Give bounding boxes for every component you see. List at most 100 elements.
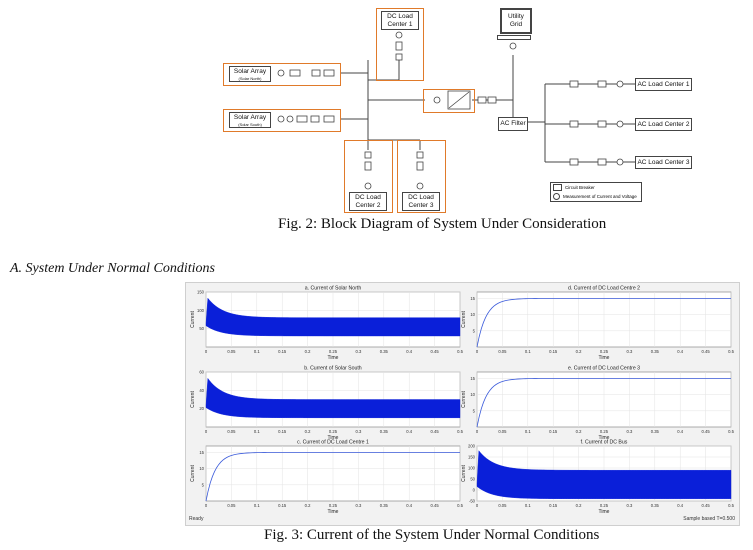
x-tick-label: 0.45 [702,429,711,434]
x-tick-label: 0.5 [457,429,463,434]
x-tick-label: 0.15 [549,349,558,354]
y-tick-label: 150 [468,455,476,460]
diagram-legend: Circuit Breaker Measurement of Current a… [550,182,642,202]
x-tick-label: 0 [476,429,479,434]
series-line [476,298,731,348]
ac-filter-block: AC Filter [498,117,528,131]
solar-north-block: Solar Array (Solar North) [229,66,271,82]
dc-load-3-label: DC Load Center 3 [408,193,434,209]
dc-load-2-frame [344,140,393,213]
x-tick-label: 0.25 [329,429,338,434]
y-tick-label: 10 [199,466,204,471]
fig3-caption: Fig. 3: Current of the System Under Norm… [264,527,600,543]
x-tick-label: 0.45 [702,503,711,508]
dc-load-2-block: DC Load Center 2 [349,192,387,211]
utility-grid-block: Utility Grid [500,8,532,34]
fig2-caption: Fig. 2: Block Diagram of System Under Co… [278,216,607,232]
x-tick-label: 0.15 [278,503,287,508]
solar-north-label: Solar Array [233,67,267,75]
legend-measure: Measurement of Current and Voltage [551,192,641,201]
y-tick-label: 15 [470,376,475,381]
x-tick-label: 0.35 [651,349,660,354]
x-tick-label: 0.5 [728,503,734,508]
ac-load-1-block: AC Load Center 1 [635,78,692,91]
y-tick-label: 15 [470,296,475,301]
x-tick-label: 0.35 [380,429,389,434]
inverter-frame [423,89,475,113]
x-tick-label: 0.2 [305,429,311,434]
breaker-icon [553,184,562,191]
x-tick-label: 0.3 [355,503,361,508]
x-tick-label: 0.1 [254,349,260,354]
y-tick-label: 5 [202,482,205,487]
y-axis-label: Current [190,465,196,482]
x-tick-label: 0.45 [431,349,440,354]
y-tick-label: 60 [199,370,204,375]
x-tick-label: 0.05 [498,429,507,434]
x-tick-label: 0.05 [498,349,507,354]
x-tick-label: 0.4 [406,429,412,434]
dc-load-3-frame [397,140,446,213]
x-tick-label: 0.1 [254,503,260,508]
y-tick-label: 100 [468,466,476,471]
plot-title: c. Current of DC Load Centre 1 [297,440,369,446]
x-tick-label: 0.25 [600,503,609,508]
solar-south-sub: (Solar South) [238,121,262,127]
y-tick-label: 50 [470,477,475,482]
y-tick-label: 10 [470,392,475,397]
y-tick-label: 50 [199,326,204,331]
x-tick-label: 0.5 [457,503,463,508]
y-axis-label: Current [461,311,467,328]
x-tick-label: 0.15 [549,503,558,508]
x-tick-label: 0.35 [651,503,660,508]
x-tick-label: 0.25 [600,429,609,434]
x-tick-label: 0.3 [626,503,632,508]
plot-title: a. Current of Solar North [305,286,362,292]
dc-load-1-label: DC Load Center 1 [387,12,413,28]
x-tick-label: 0 [476,349,479,354]
x-tick-label: 0 [205,349,208,354]
ac-load-3-label: AC Load Center 3 [637,158,690,166]
dc-load-1-block: DC Load Center 1 [381,11,419,30]
block-diagram-wires [277,31,635,190]
x-tick-label: 0.15 [549,429,558,434]
y-tick-label: 5 [473,328,476,333]
x-tick-label: 0.1 [525,349,531,354]
x-tick-label: 0.25 [329,503,338,508]
x-tick-label: 0.4 [677,503,683,508]
dc-load-2-label: DC Load Center 2 [355,193,381,209]
y-tick-label: 200 [468,444,476,449]
legend-breaker: Circuit Breaker [551,183,641,192]
series-band [476,450,732,499]
x-tick-label: 0.5 [728,429,734,434]
x-axis-label: Time [328,509,339,515]
y-axis-label: Current [461,391,467,408]
x-tick-label: 0.05 [227,349,236,354]
x-tick-label: 0.3 [355,429,361,434]
solar-north-frame [223,63,341,86]
x-tick-label: 0.1 [254,429,260,434]
utility-grid-label: Utility Grid [508,13,524,28]
series-line [205,452,460,502]
x-tick-label: 0.1 [525,429,531,434]
ac-filter-label: AC Filter [500,120,526,127]
plot-title: e. Current of DC Load Centre 3 [568,366,640,372]
x-tick-label: 0.05 [227,429,236,434]
x-tick-label: 0.2 [576,429,582,434]
x-tick-label: 0.25 [600,349,609,354]
x-tick-label: 0 [476,503,479,508]
solar-south-label: Solar Array [233,113,267,121]
x-tick-label: 0.4 [406,503,412,508]
x-tick-label: 0.4 [677,349,683,354]
x-tick-label: 0.3 [355,349,361,354]
solar-south-frame [223,109,341,132]
ac-load-2-block: AC Load Center 2 [635,118,692,131]
x-tick-label: 0.4 [677,429,683,434]
dc-load-1-frame [376,8,424,81]
section-heading: A. System Under Normal Conditions [10,261,215,276]
x-tick-label: 0.3 [626,349,632,354]
y-axis-label: Current [190,311,196,328]
series-band [205,377,461,419]
